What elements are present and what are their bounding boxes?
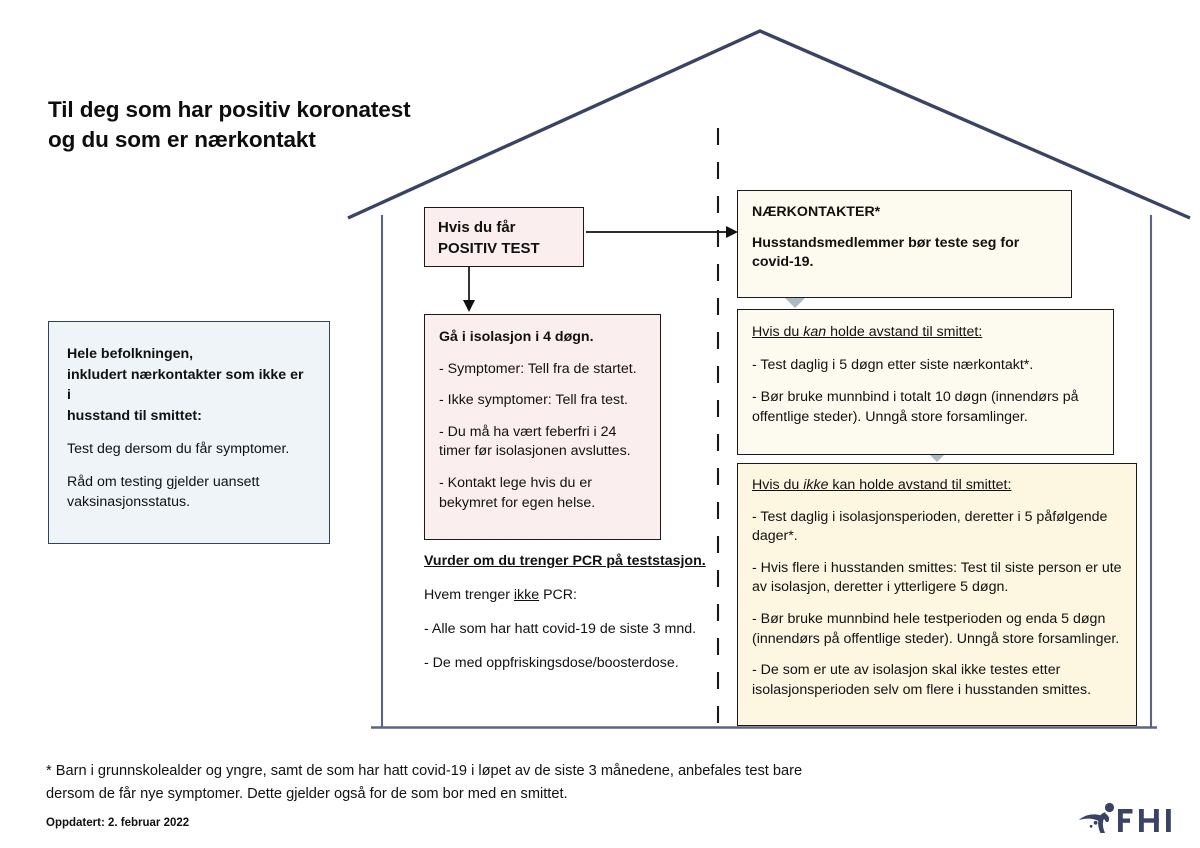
fhi-logo (1078, 800, 1182, 840)
population-box-heading: Hele befolkningen, inkludert nærkontakte… (67, 344, 311, 426)
footnote: * Barn i grunnskolealder og yngre, samt … (46, 760, 806, 805)
can-distance-heading-pre: Hvis du (752, 324, 804, 340)
positive-test-line-1: Hvis du får (438, 219, 516, 236)
positive-test-box: Hvis du får POSITIV TEST (424, 207, 584, 267)
footnote-line-1: * Barn i grunnskolealder og yngre, samt … (46, 763, 674, 779)
pcr-subheading: Hvem trenger ikke PCR: (424, 586, 724, 606)
isolation-box-heading: Gå i isolasjon i 4 døgn. (439, 329, 594, 345)
cannot-distance-item-4: - De som er ute av isolasjon skal ikke t… (752, 662, 1092, 698)
population-box-para-1: Test deg dersom du får symptomer. (67, 441, 290, 458)
cannot-distance-heading: Hvis du ikke kan holde avstand til smitt… (752, 476, 1122, 496)
isolation-item-1: - Symptomer: Tell fra de startet. (439, 360, 637, 377)
close-contacts-body: Husstandsmedlemmer bør teste seg for cov… (752, 234, 1020, 271)
can-distance-heading-post: holde avstand til smittet: (826, 324, 983, 340)
can-distance-heading: Hvis du kan holde avstand til smittet: (752, 323, 1099, 343)
cannot-keep-distance-box: Hvis du ikke kan holde avstand til smitt… (737, 463, 1137, 727)
cannot-distance-item-3: - Bør bruke munnbind hele testperioden o… (752, 610, 1120, 647)
cannot-distance-heading-post: kan holde avstand til smittet: (828, 477, 1012, 493)
page-title: Til deg som har positiv koronatest og du… (48, 95, 518, 154)
population-heading-line-1: Hele befolkningen, (67, 346, 194, 362)
can-distance-item-2: - Bør bruke munnbind i totalt 10 døgn (i… (752, 389, 1079, 425)
pcr-subheading-post: PCR: (539, 586, 577, 603)
can-keep-distance-box: Hvis du kan holde avstand til smittet: -… (737, 309, 1114, 456)
positive-test-line-2: POSITIV TEST (438, 240, 540, 258)
cannot-distance-heading-emphasis: ikke (803, 477, 829, 493)
cannot-distance-item-1: - Test daglig i isolasjonsperioden, dere… (752, 508, 1108, 545)
population-box-para-2: Råd om testing gjelder uansett vaksinasj… (67, 473, 260, 510)
page-title-line-2: og du som er nærkontakt (48, 126, 316, 152)
population-info-box: Hele befolkningen, inkludert nærkontakte… (48, 321, 330, 545)
pcr-subheading-emphasis: ikke (513, 586, 540, 603)
arrow-positive-to-isolation-head (463, 300, 475, 312)
can-distance-heading-emphasis: kan (803, 324, 827, 340)
page-title-line-1: Til deg som har positiv koronatest (48, 97, 411, 123)
close-contacts-heading: NÆRKONTAKTER* (752, 204, 881, 220)
pcr-advice-block: Vurder om du trenger PCR på teststasjon.… (424, 552, 724, 674)
isolation-item-4: - Kontakt lege hvis du er bekymret for e… (439, 474, 596, 511)
population-heading-line-2: inkludert nærkontakter som ikke er i (67, 366, 304, 404)
isolation-item-3: - Du må ha vært feberfri i 24 timer før … (439, 423, 631, 460)
close-contacts-box: NÆRKONTAKTER* Husstandsmedlemmer bør tes… (737, 190, 1072, 298)
pcr-item-1: - Alle som har hatt covid-19 de siste 3 … (424, 620, 697, 637)
isolation-item-2: - Ikke symptomer: Tell fra test. (439, 392, 628, 409)
pcr-item-2: - De med oppfriskingsdose/boosterdose. (424, 654, 679, 671)
cannot-distance-item-2: - Hvis flere i husstanden smittes: Test … (752, 559, 1122, 596)
population-heading-line-3: husstand til smittet: (67, 407, 202, 424)
pcr-heading: Vurder om du trenger PCR på teststasjon. (424, 553, 706, 569)
isolation-box: Gå i isolasjon i 4 døgn. - Symptomer: Te… (424, 314, 661, 541)
cannot-distance-heading-pre: Hvis du (752, 477, 804, 493)
can-distance-item-1: - Test daglig i 5 døgn etter siste nærko… (752, 356, 1034, 373)
updated-date: Oppdatert: 2. februar 2022 (46, 817, 190, 829)
footnote-line-2: anbefales test bare dersom de får nye sy… (46, 763, 803, 802)
pcr-subheading-pre: Hvem trenger (424, 586, 514, 603)
fhi-wordmark (1118, 809, 1171, 832)
fhi-figure-icon (1078, 802, 1115, 834)
